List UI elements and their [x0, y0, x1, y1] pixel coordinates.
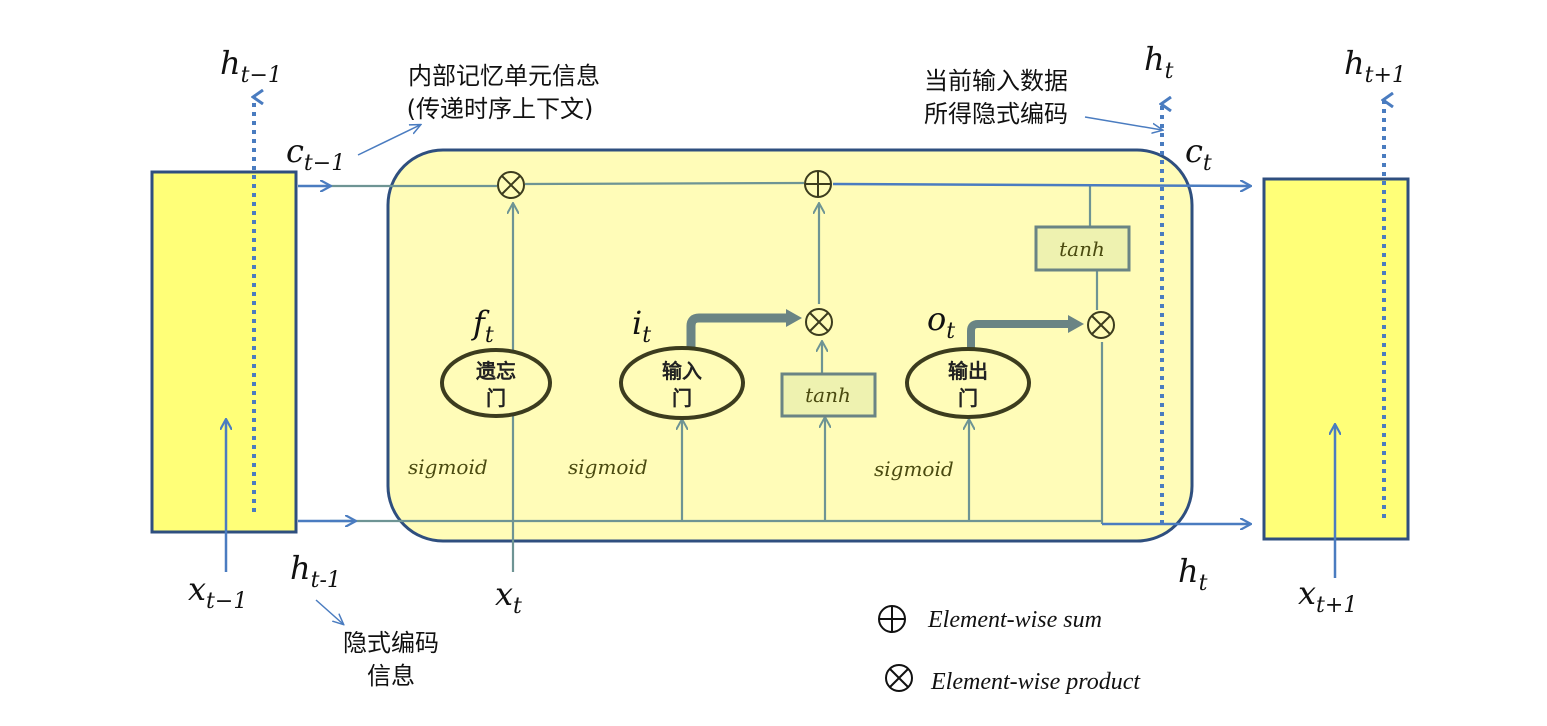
svg-text:tanh: tanh — [1059, 237, 1105, 261]
memory-annotation-line2: (传递时序上下文) — [407, 95, 594, 123]
memory-annotation-line1: 内部记忆单元信息 — [408, 62, 600, 90]
c-prev-label: ct−1 — [286, 132, 345, 176]
input-gate-symbol: it — [632, 304, 651, 348]
cell-sum-operator — [804, 170, 832, 198]
output-gate-label-2: 门 — [958, 386, 978, 410]
c-t-label: ct — [1185, 132, 1212, 176]
lstm-cell — [386, 148, 1194, 543]
flow-arrows — [226, 184, 1335, 578]
input-activation-label: sigmoid — [568, 455, 648, 479]
candidate-tanh-box: tanh — [780, 372, 877, 418]
legend-sum-icon — [878, 605, 906, 633]
hidden-output-arrows — [254, 97, 1384, 524]
h-t-bottom-label: ht — [1178, 552, 1208, 596]
forget-gate-label-2: 门 — [486, 386, 506, 410]
input-gate-label-2: 门 — [672, 386, 692, 410]
annotation-pointers — [315, 116, 1162, 624]
legend-product-label: Element-wise product — [930, 669, 1141, 695]
output-gate-label-1: 输出 — [948, 359, 988, 383]
x-next-label: xt+1 — [1298, 574, 1357, 618]
h-next-top-label: ht+1 — [1344, 44, 1406, 88]
forget-activation-label: sigmoid — [408, 455, 488, 479]
output-gate-symbol: ot — [927, 300, 955, 344]
output-gate-arrow — [967, 315, 1084, 353]
input-product-operator — [805, 308, 833, 336]
x-prev-label: xt−1 — [188, 570, 247, 614]
forget-gate-label-1: 遗忘 — [475, 359, 516, 383]
inner-wiring — [330, 181, 1104, 572]
output-tanh-box: tanh — [1034, 225, 1131, 272]
encoding-annotation-line2: 所得隐式编码 — [924, 100, 1068, 128]
hidden-annotation-line1: 隐式编码 — [343, 629, 439, 657]
legend-sum-label: Element-wise sum — [927, 607, 1102, 633]
input-gate-arrow — [686, 309, 802, 352]
forget-gate: 遗忘 门 — [440, 348, 552, 418]
output-gate: 输出 门 — [905, 347, 1031, 419]
input-gate-label-1: 输入 — [662, 359, 702, 383]
svg-text:tanh: tanh — [805, 383, 851, 407]
h-prev-bottom-label: ht-1 — [290, 549, 341, 593]
legend-product-icon — [885, 664, 913, 692]
output-activation-label: sigmoid — [874, 457, 954, 481]
encoding-annotation-line1: 当前输入数据 — [924, 67, 1068, 95]
h-t-top-label: ht — [1144, 40, 1174, 84]
x-t-label: xt — [495, 575, 522, 619]
forget-product-operator — [497, 171, 525, 199]
hidden-annotation-line2: 信息 — [367, 662, 415, 690]
output-product-operator — [1087, 311, 1115, 339]
input-gate: 输入 门 — [619, 346, 745, 420]
prev-step-box — [150, 170, 298, 534]
h-prev-top-label: ht−1 — [220, 44, 282, 88]
